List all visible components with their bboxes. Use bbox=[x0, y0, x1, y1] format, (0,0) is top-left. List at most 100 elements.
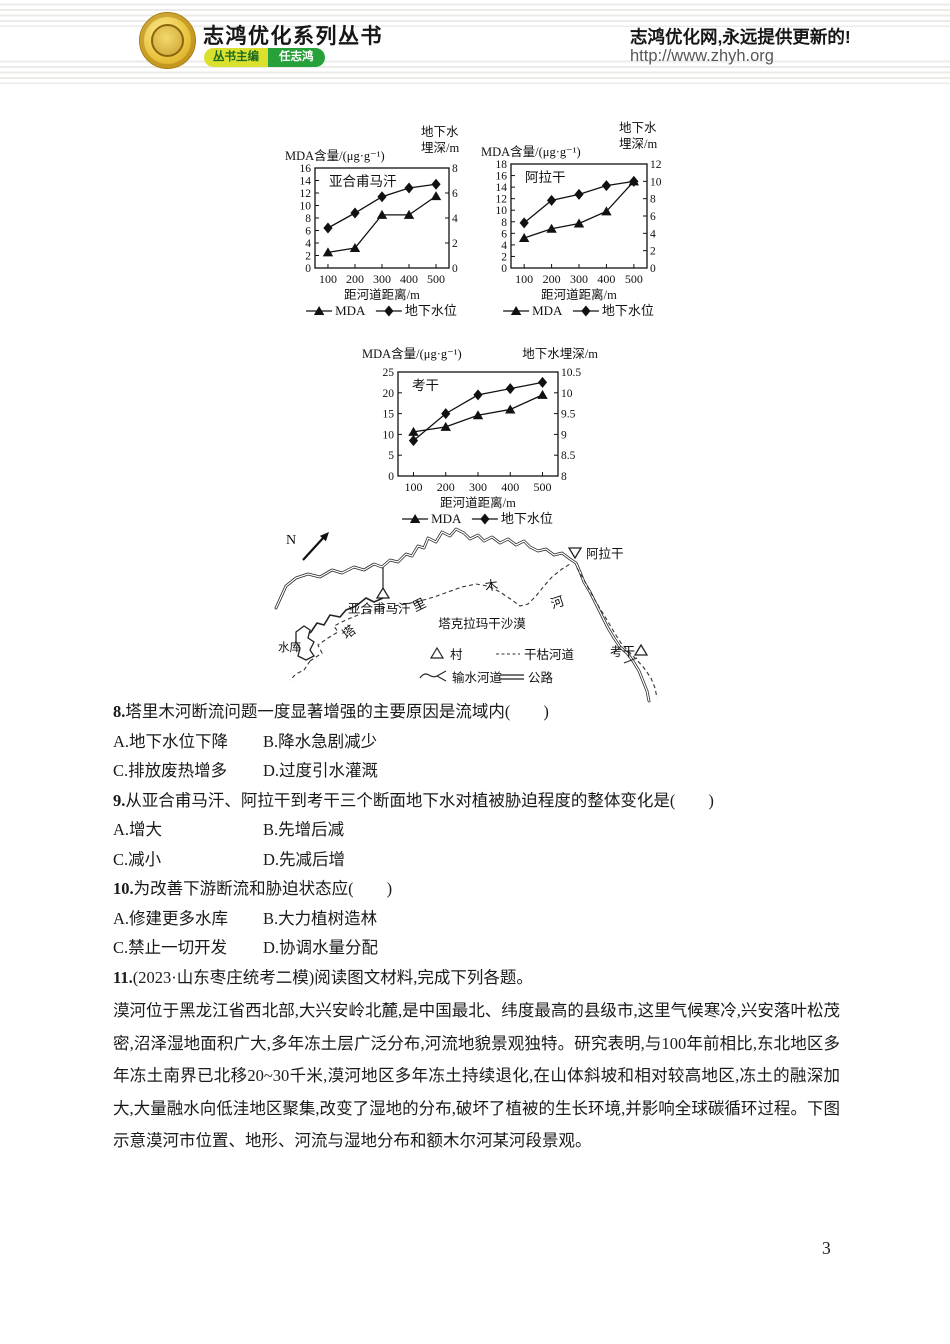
svg-text:100: 100 bbox=[319, 272, 337, 286]
svg-text:14: 14 bbox=[300, 176, 312, 188]
svg-text:15: 15 bbox=[383, 409, 395, 421]
river-char-li: 里 bbox=[410, 595, 428, 614]
header-stripes-bottom bbox=[0, 57, 950, 84]
question-8-stem: 8.塔里木河断流问题一度显著增强的主要原因是流域内( ) bbox=[113, 697, 840, 727]
svg-text:9.5: 9.5 bbox=[561, 409, 576, 421]
svg-text:14: 14 bbox=[496, 182, 508, 194]
svg-text:8: 8 bbox=[650, 194, 656, 206]
river-char-mu: 木 bbox=[484, 577, 499, 594]
questions-section: 8.塔里木河断流问题一度显著增强的主要原因是流域内( ) A.地下水位下降 B.… bbox=[113, 697, 840, 1158]
svg-text:4: 4 bbox=[452, 213, 458, 225]
question-9-option-b: B.先增后减 bbox=[263, 820, 345, 839]
north-label: N bbox=[286, 533, 296, 548]
svg-text:12: 12 bbox=[496, 194, 508, 206]
svg-text:20: 20 bbox=[383, 388, 395, 400]
question-10-options-row1: A.修建更多水库 B.大力植树造林 bbox=[113, 904, 840, 934]
svg-text:MDA: MDA bbox=[431, 511, 462, 526]
svg-text:MDA含量/(μg·g⁻¹): MDA含量/(μg·g⁻¹) bbox=[362, 346, 462, 361]
svg-text:8: 8 bbox=[452, 163, 458, 175]
svg-text:200: 200 bbox=[543, 272, 561, 286]
svg-text:10: 10 bbox=[561, 388, 573, 400]
editor-badge-name: 任志鸿 bbox=[268, 48, 325, 67]
question-8-option-b: B.降水急剧减少 bbox=[263, 731, 378, 751]
reservoir-label: 水库 bbox=[278, 640, 301, 654]
svg-text:16: 16 bbox=[496, 171, 508, 183]
svg-text:10: 10 bbox=[650, 176, 662, 188]
svg-text:300: 300 bbox=[373, 272, 391, 286]
svg-text:10: 10 bbox=[383, 429, 395, 441]
svg-text:500: 500 bbox=[625, 272, 643, 286]
question-11-stem: 11.(2023·山东枣庄统考二模)阅读图文材料,完成下列各题。 bbox=[113, 963, 840, 993]
question-9-option-a: A.增大 bbox=[113, 820, 163, 839]
svg-text:2: 2 bbox=[305, 251, 311, 263]
svg-text:9: 9 bbox=[561, 429, 567, 441]
svg-text:16: 16 bbox=[300, 163, 312, 175]
legend-water-channel-label: 输水河道 bbox=[452, 670, 503, 685]
svg-text:400: 400 bbox=[400, 272, 418, 286]
question-9-options-row1: A.增大 B.先增后减 bbox=[113, 815, 840, 845]
question-10-number: 10. bbox=[113, 879, 134, 898]
reading-passage: 漠河位于黑龙江省西北部,大兴安岭北麓,是中国最北、纬度最高的县级市,这里气候寒冷… bbox=[113, 1001, 840, 1150]
svg-text:8: 8 bbox=[501, 217, 507, 229]
svg-text:0: 0 bbox=[305, 263, 311, 275]
svg-text:0: 0 bbox=[388, 471, 394, 483]
site-url: http://www.zhyh.org bbox=[630, 47, 774, 65]
question-9-stem: 9.从亚合甫马汗、阿拉干到考干三个断面地下水对植被胁迫程度的整体变化是( ) bbox=[113, 786, 840, 816]
dry-channels bbox=[289, 563, 658, 699]
question-8-options-row2: C.排放废热增多 D.过度引水灌溉 bbox=[113, 756, 840, 786]
legend-water-channel-icon bbox=[419, 673, 438, 679]
svg-text:埋深/m: 埋深/m bbox=[421, 141, 459, 155]
svg-text:6: 6 bbox=[650, 211, 656, 223]
question-10-stem: 10.为改善下游断流和胁迫状态应( ) bbox=[113, 874, 840, 904]
question-10-option-a: A.修建更多水库 bbox=[113, 908, 229, 928]
legend-village-icon bbox=[429, 646, 445, 659]
reservoir-shape bbox=[295, 625, 315, 661]
svg-text:0: 0 bbox=[452, 263, 458, 275]
north-arrow-icon bbox=[302, 536, 325, 561]
svg-text:地下水埋深/m: 地下水埋深/m bbox=[522, 347, 598, 361]
village1-marker-icon bbox=[375, 586, 391, 599]
publisher-logo-icon bbox=[139, 12, 196, 69]
series-title: 志鸿优化系列丛书 bbox=[203, 25, 383, 48]
river-char-he: 河 bbox=[549, 593, 566, 611]
svg-text:10: 10 bbox=[496, 205, 508, 217]
svg-text:100: 100 bbox=[404, 480, 422, 494]
svg-text:500: 500 bbox=[427, 272, 445, 286]
svg-text:10: 10 bbox=[300, 201, 312, 213]
svg-text:10.5: 10.5 bbox=[561, 367, 581, 379]
svg-text:埋深/m: 埋深/m bbox=[619, 137, 657, 151]
question-8-option-c: C.排放废热增多 bbox=[113, 761, 228, 780]
svg-text:25: 25 bbox=[383, 367, 395, 379]
svg-text:400: 400 bbox=[501, 480, 519, 494]
question-8-text: 塔里木河断流问题一度显著增强的主要原因是流域内( ) bbox=[125, 702, 549, 721]
question-9-option-c: C.减小 bbox=[113, 849, 162, 869]
svg-text:4: 4 bbox=[501, 240, 507, 252]
question-9-option-d: D.先减后增 bbox=[263, 849, 346, 869]
svg-text:2: 2 bbox=[452, 238, 458, 250]
question-9-options-row2: C.减小 D.先减后增 bbox=[113, 845, 840, 875]
publisher-logo-inner bbox=[151, 24, 184, 57]
svg-text:MDA含量/(μg·g⁻¹): MDA含量/(μg·g⁻¹) bbox=[481, 144, 581, 159]
village2-marker-icon bbox=[567, 547, 583, 560]
question-8-number: 8. bbox=[113, 702, 126, 721]
svg-text:地下水位: 地下水位 bbox=[405, 303, 457, 318]
svg-text:6: 6 bbox=[452, 188, 458, 200]
page-number: 3 bbox=[822, 1238, 831, 1258]
svg-text:6: 6 bbox=[305, 226, 311, 238]
svg-text:6: 6 bbox=[501, 228, 507, 240]
svg-text:12: 12 bbox=[300, 188, 312, 200]
question-8-option-a: A.地下水位下降 bbox=[113, 731, 229, 751]
svg-text:8: 8 bbox=[305, 213, 311, 225]
legend-village-label: 村 bbox=[450, 648, 463, 662]
svg-text:地下水位: 地下水位 bbox=[602, 303, 654, 318]
svg-text:8.5: 8.5 bbox=[561, 450, 576, 462]
site-slogan: 志鸿优化网,永远提供更新的! bbox=[630, 27, 851, 47]
village3-label: 考干 bbox=[610, 645, 635, 659]
question-8-option-d: D.过度引水灌溉 bbox=[263, 761, 379, 780]
svg-text:500: 500 bbox=[534, 480, 552, 494]
question-9-text: 从亚合甫马汗、阿拉干到考干三个断面地下水对植被胁迫程度的整体变化是( ) bbox=[125, 790, 714, 810]
desert-label: 塔克拉玛干沙漠 bbox=[438, 616, 526, 631]
svg-text:12: 12 bbox=[650, 159, 662, 171]
